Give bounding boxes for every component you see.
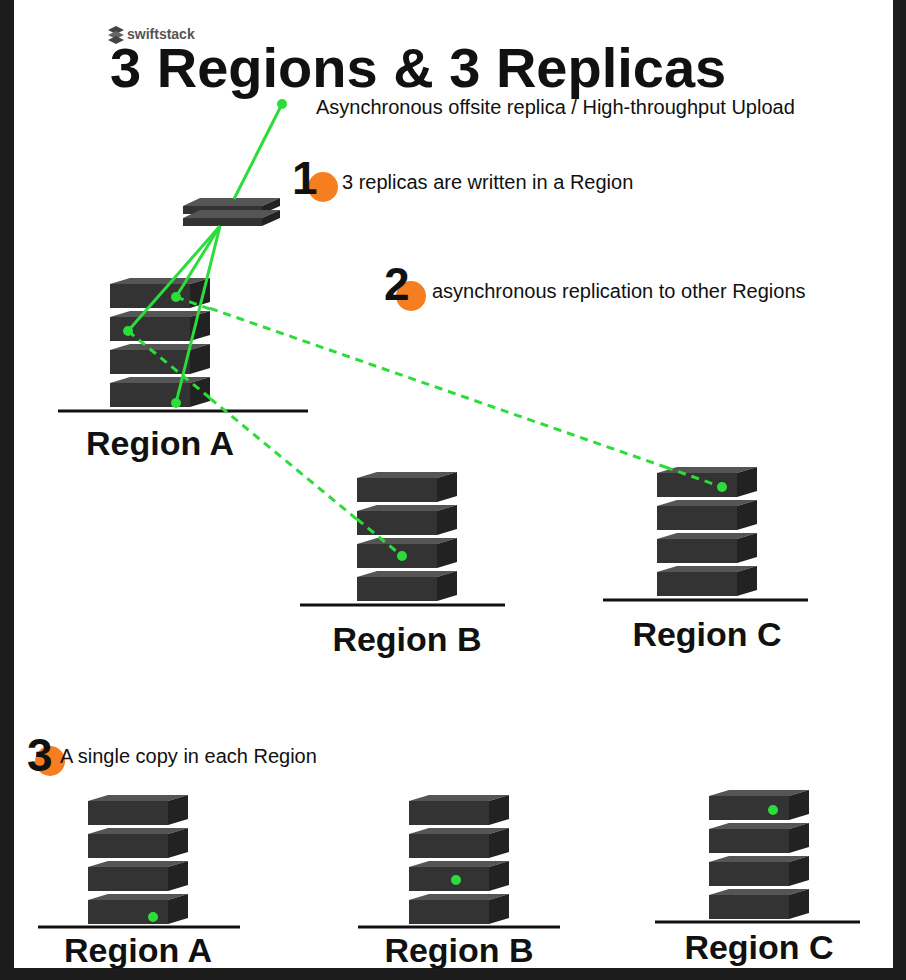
upload-line	[128, 104, 282, 403]
region-label: Region A	[64, 933, 212, 967]
server-stack	[357, 472, 457, 601]
region-label: Region A	[86, 426, 234, 460]
region-label: Region C	[632, 617, 781, 651]
region-stack: Region C	[709, 790, 809, 922]
callout-disc	[35, 172, 426, 776]
diagram-title: 3 Regions & 3 Replicas	[110, 40, 726, 96]
region-stack: Region A	[88, 795, 188, 927]
region-stack: Region C	[657, 467, 757, 599]
server-stack	[657, 467, 757, 596]
brand-logo: swiftstack	[127, 27, 195, 42]
callout-number: 1	[292, 155, 318, 201]
region-label: Region C	[684, 930, 833, 964]
callout-number: 2	[384, 261, 410, 307]
callout-text: 3 replicas are written in a Region	[342, 171, 633, 193]
server-stack	[88, 795, 188, 924]
replica-dot	[123, 99, 778, 922]
region-label: Region B	[384, 933, 533, 967]
replication-line	[210, 308, 665, 467]
proxy-switch	[183, 198, 280, 226]
region-stack: Region B	[357, 472, 457, 604]
server-stack	[110, 278, 210, 407]
region-label: Region B	[332, 622, 481, 656]
callout-text: asynchronous replication to other Region…	[432, 280, 806, 302]
region-stack: Region B	[409, 795, 509, 927]
upload-note: Asynchronous offsite replica / High-thro…	[316, 96, 795, 118]
callout-number: 3	[27, 732, 53, 778]
ground-line	[38, 411, 860, 927]
region-stack: Region A	[110, 278, 210, 410]
callout-text: A single copy in each Region	[60, 745, 317, 767]
server-stack	[409, 795, 509, 924]
server-stack	[709, 790, 809, 919]
